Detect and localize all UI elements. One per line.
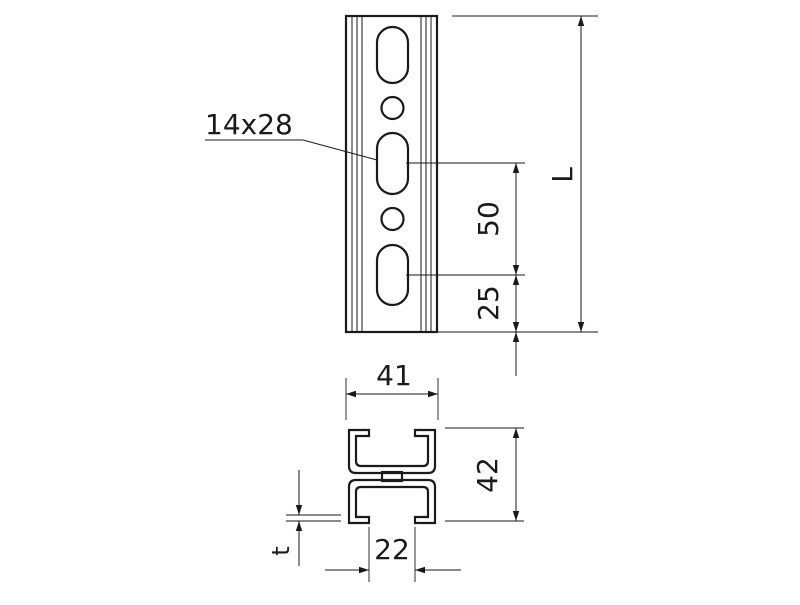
round-hole (380, 95, 405, 121)
leader-line (205, 139, 378, 161)
rail-outline (344, 14, 439, 334)
extension-lines-side (406, 15, 598, 333)
round-hole (380, 206, 405, 232)
dimension-edge-distance: 25 (472, 275, 520, 376)
dimension-pitch: 50 (472, 163, 520, 275)
slot-size-callout: 14x28 (205, 108, 378, 161)
dimension-height: 42 (445, 427, 524, 522)
height-label: 42 (471, 457, 504, 493)
slot-hole (375, 25, 410, 85)
dimension-width: 41 (345, 359, 439, 420)
slot-spacing-label: 22 (374, 533, 410, 566)
slot-hole (375, 131, 410, 196)
slot-size-label: 14x28 (205, 108, 293, 141)
upper-channel (347, 428, 437, 475)
lower-channel (347, 478, 437, 525)
slot-hole (375, 243, 410, 307)
channel-cross-section (347, 428, 437, 525)
pitch-label: 50 (472, 201, 505, 237)
dimension-thickness: t (267, 470, 341, 566)
thickness-label: t (267, 546, 295, 555)
width-label: 41 (376, 359, 412, 392)
edge-distance-label: 25 (472, 285, 505, 321)
rail-side-view (344, 14, 439, 334)
length-label: L (546, 167, 579, 183)
weld-seam (380, 470, 404, 483)
dimension-slot-spacing: 22 (325, 527, 461, 582)
dimension-length: L (546, 15, 585, 332)
